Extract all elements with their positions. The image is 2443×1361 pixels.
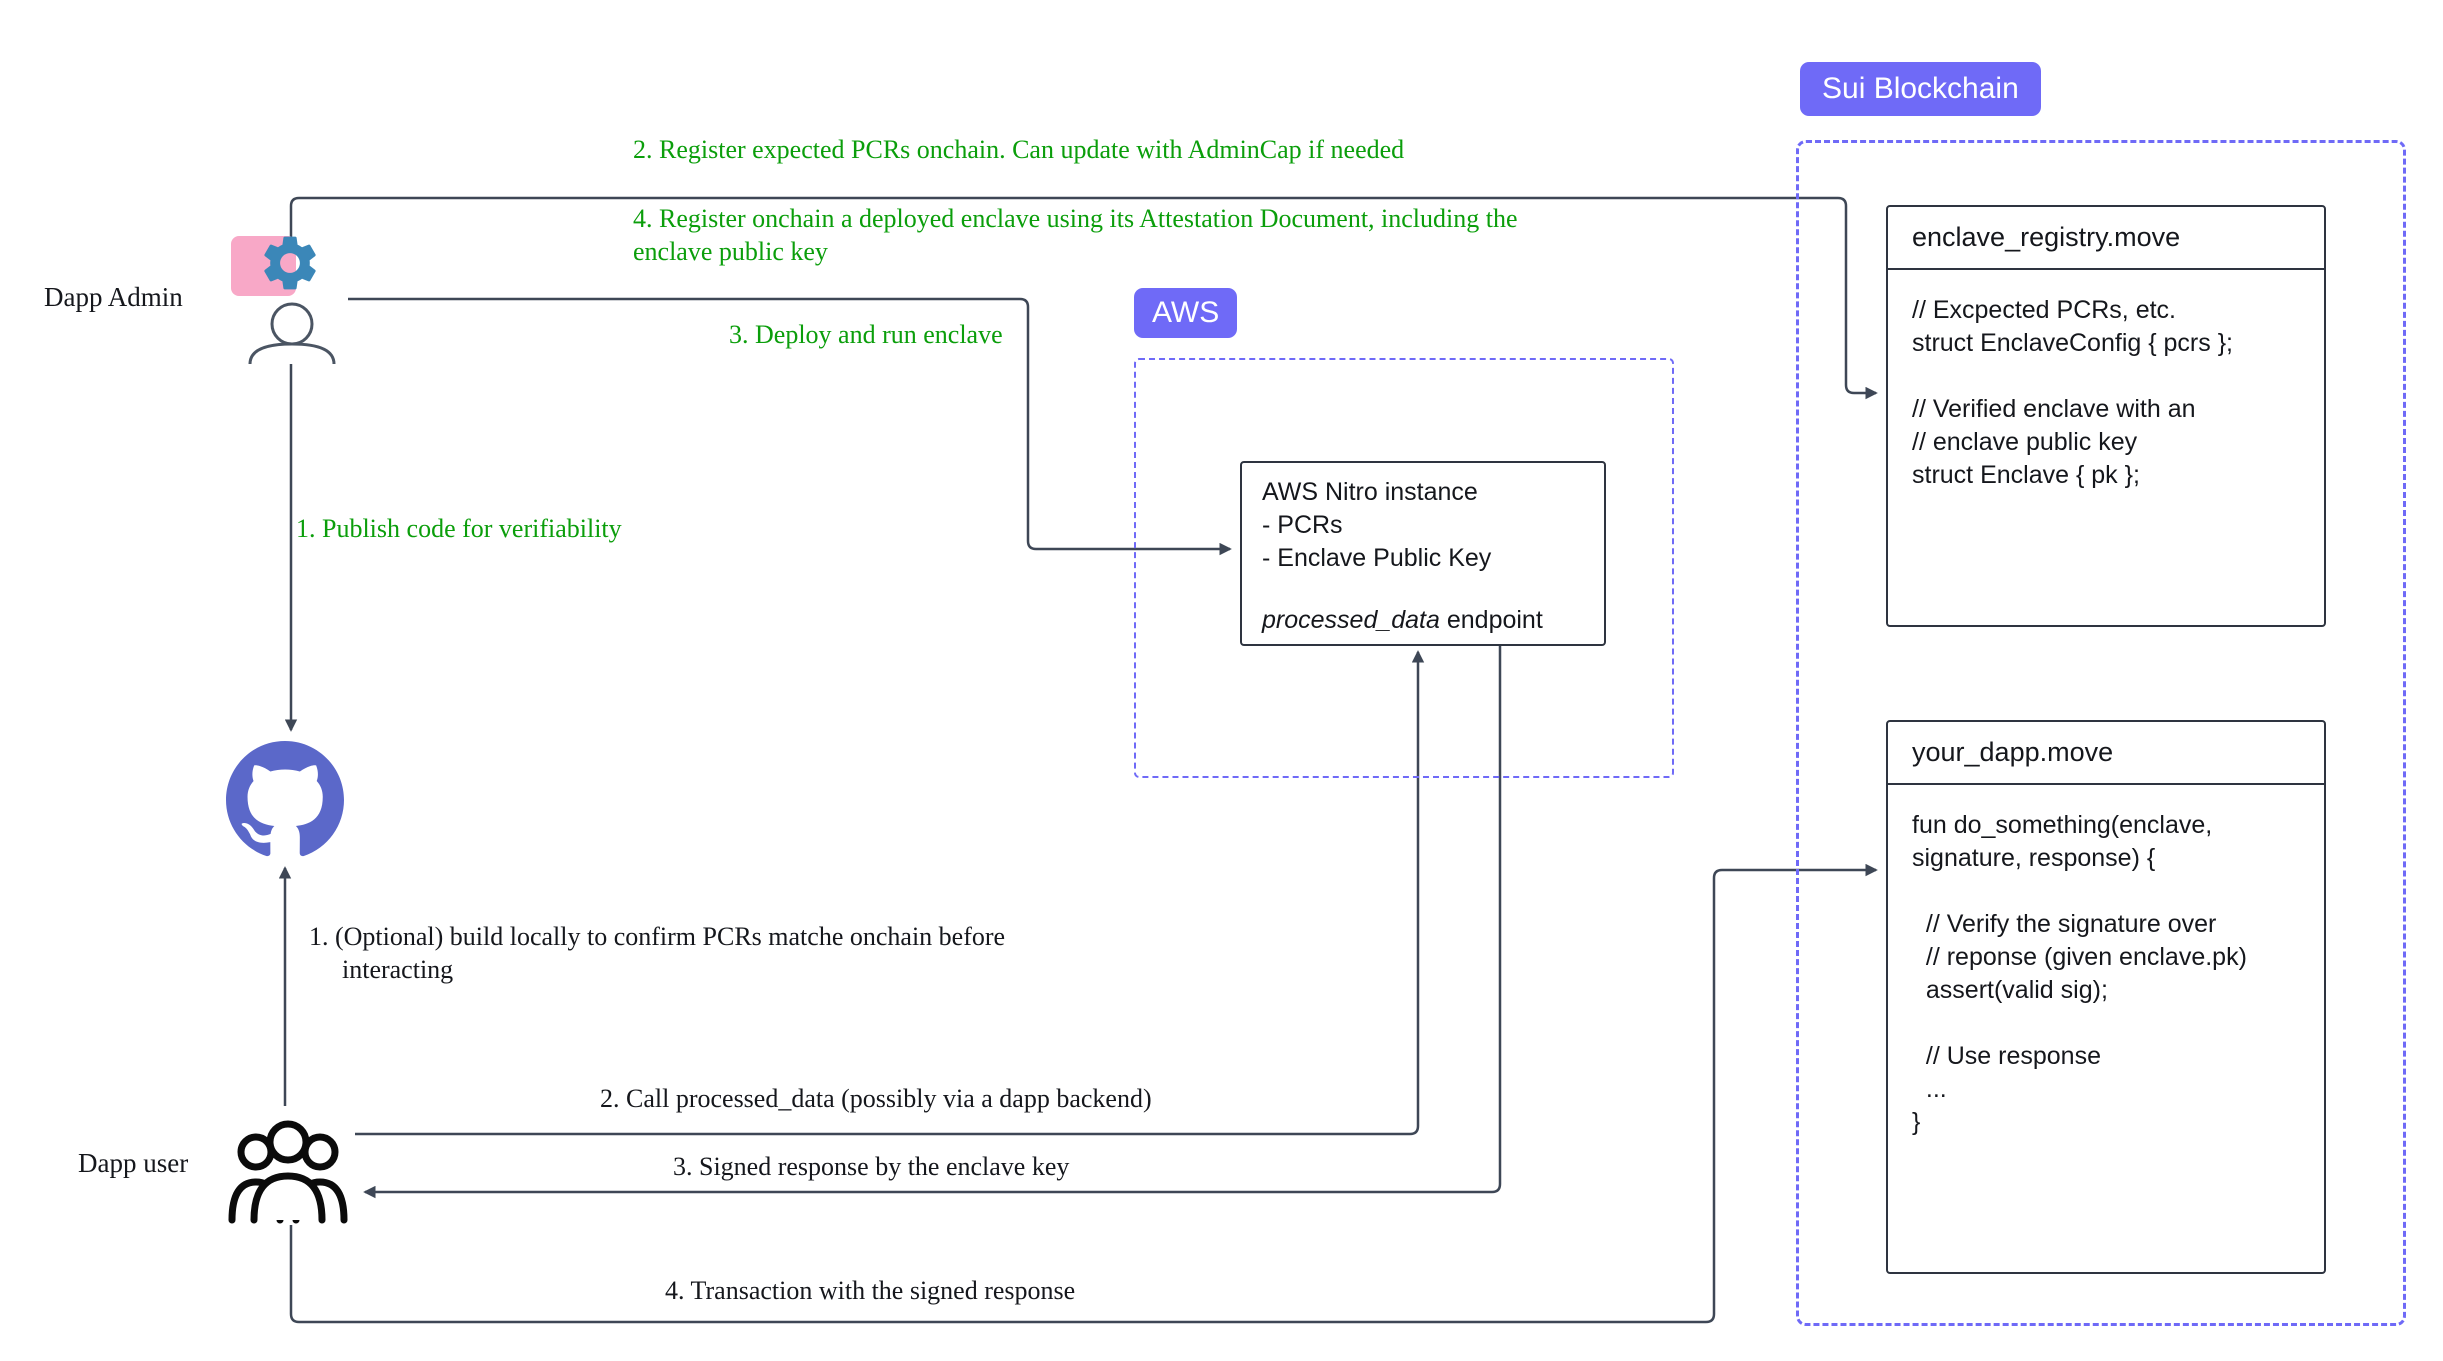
sui-blockchain-badge: Sui Blockchain bbox=[1800, 62, 2041, 116]
annotation-line: enclave public key bbox=[633, 237, 828, 266]
code-line bbox=[1912, 1007, 2300, 1040]
enclave-registry-code: // Excpected PCRs, etc. struct EnclaveCo… bbox=[1888, 270, 2324, 516]
endpoint-label: endpoint bbox=[1439, 606, 1543, 634]
aws-nitro-content: AWS Nitro instance - PCRs - Enclave Publ… bbox=[1242, 463, 1604, 650]
dapp-admin-icon bbox=[230, 232, 354, 364]
code-line: struct Enclave { pk }; bbox=[1912, 461, 2140, 489]
annotation-register-pcrs: 2. Register expected PCRs onchain. Can u… bbox=[633, 135, 1405, 164]
dapp-admin-label: Dapp Admin bbox=[44, 282, 183, 312]
annotation-line: 4. Register onchain a deployed enclave u… bbox=[633, 204, 1518, 233]
code-line: - Enclave Public Key bbox=[1262, 544, 1492, 572]
code-line bbox=[1912, 360, 2300, 393]
code-line: struct EnclaveConfig { pcrs }; bbox=[1912, 329, 2233, 357]
code-line: ... bbox=[1912, 1075, 1947, 1103]
code-line: // reponse (given enclave.pk) bbox=[1912, 943, 2247, 971]
aws-nitro-title: AWS Nitro instance bbox=[1262, 478, 1478, 506]
code-line: assert(valid sig); bbox=[1912, 976, 2108, 1004]
code-line: // enclave public key bbox=[1912, 428, 2138, 456]
annotation-call-processed-data: 2. Call processed_data (possibly via a d… bbox=[600, 1084, 1152, 1113]
code-line: - PCRs bbox=[1262, 511, 1343, 539]
arrow-call-processed-data bbox=[355, 650, 1425, 1136]
arrow-transaction bbox=[289, 863, 1878, 1324]
aws-badge: AWS bbox=[1134, 288, 1238, 338]
annotation-register-enclave: 4. Register onchain a deployed enclave u… bbox=[633, 202, 1518, 268]
spacer bbox=[1262, 575, 1584, 604]
endpoint-line: processed_data endpoint bbox=[1262, 604, 1584, 637]
arrow-signed-response bbox=[363, 644, 1502, 1199]
your-dapp-box: your_dapp.move fun do_something(enclave,… bbox=[1886, 720, 2326, 1274]
users-icon bbox=[228, 1120, 348, 1224]
code-line: fun do_something(enclave, bbox=[1912, 811, 2213, 839]
code-line: } bbox=[1912, 1108, 1921, 1136]
your-dapp-code: fun do_something(enclave, signature, res… bbox=[1888, 785, 2324, 1163]
aws-container bbox=[1134, 358, 1674, 778]
code-line bbox=[1912, 875, 2300, 908]
arrow-deploy-enclave bbox=[348, 297, 1232, 556]
sui-blockchain-container bbox=[1796, 140, 2406, 1326]
enclave-registry-box: enclave_registry.move // Excpected PCRs,… bbox=[1886, 205, 2326, 627]
code-line: // Use response bbox=[1912, 1042, 2101, 1070]
endpoint-name: processed_data bbox=[1262, 606, 1440, 634]
code-line: signature, response) { bbox=[1912, 844, 2156, 872]
dapp-user-label: Dapp user bbox=[78, 1148, 189, 1178]
gear-icon bbox=[264, 236, 316, 290]
annotation-publish-code: 1. Publish code for verifiability bbox=[296, 514, 622, 543]
code-line: // Verified enclave with an bbox=[1912, 395, 2196, 423]
annotation-line: interacting bbox=[342, 955, 454, 984]
aws-nitro-box: AWS Nitro instance - PCRs - Enclave Publ… bbox=[1240, 461, 1606, 646]
github-icon bbox=[226, 741, 344, 857]
annotation-signed-response: 3. Signed response by the enclave key bbox=[673, 1152, 1070, 1181]
annotation-build-locally: 1. (Optional) build locally to confirm P… bbox=[309, 920, 1005, 986]
annotation-transaction: 4. Transaction with the signed response bbox=[665, 1276, 1076, 1305]
arrow-register-pcrs bbox=[289, 196, 1878, 400]
enclave-registry-title: enclave_registry.move bbox=[1888, 207, 2324, 270]
person-icon bbox=[248, 302, 336, 364]
code-line: // Verify the signature over bbox=[1912, 910, 2217, 938]
annotation-line: 1. (Optional) build locally to confirm P… bbox=[309, 922, 1006, 951]
annotation-deploy-enclave: 3. Deploy and run enclave bbox=[729, 320, 1003, 349]
code-line: // Excpected PCRs, etc. bbox=[1912, 296, 2176, 324]
your-dapp-title: your_dapp.move bbox=[1888, 722, 2324, 785]
